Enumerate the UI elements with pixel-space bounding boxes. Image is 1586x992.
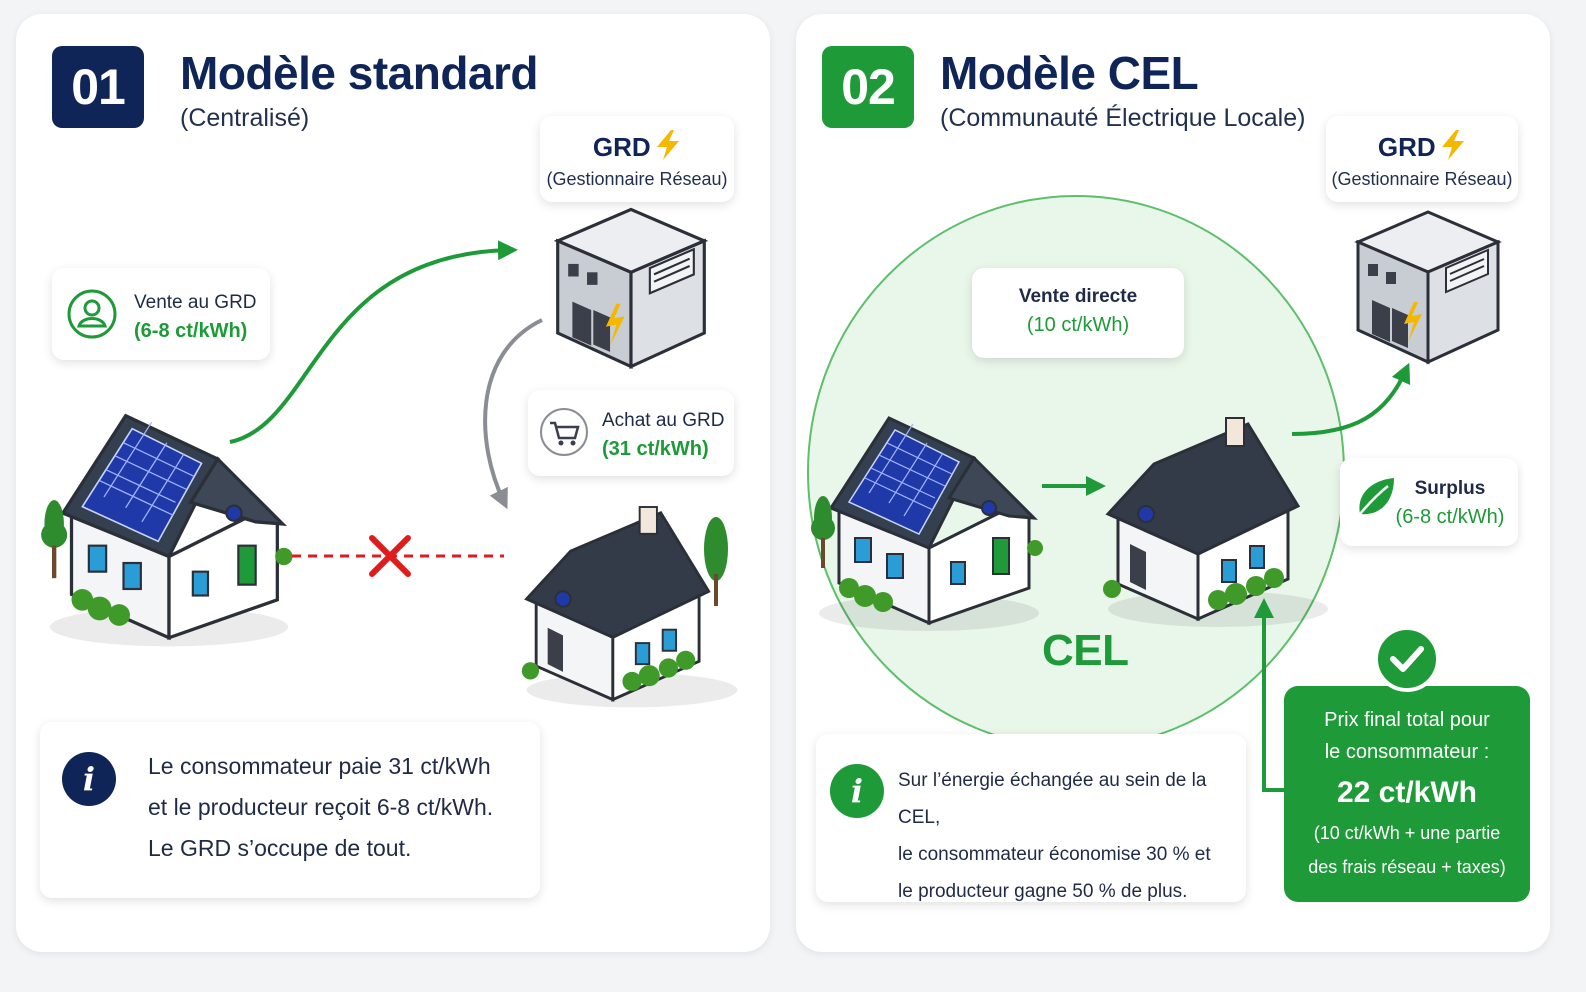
surplus-arrow bbox=[1291, 362, 1411, 436]
step-badge: 01 bbox=[52, 46, 144, 128]
lightning-icon bbox=[657, 130, 680, 160]
cel-model-panel: 02 Modèle CEL (Communauté Électrique Loc… bbox=[796, 14, 1550, 952]
info-line: Sur l’énergie échangée au sein de la CEL… bbox=[898, 770, 1207, 828]
sale-arrow bbox=[229, 240, 518, 444]
user-circle-icon bbox=[67, 289, 117, 339]
grd-building bbox=[556, 207, 706, 369]
info-card: i Le consommateur paie 31 ct/kWh et le p… bbox=[40, 722, 540, 898]
info-icon: i bbox=[62, 752, 116, 806]
grd-card: GRD (Gestionnaire Réseau) bbox=[540, 116, 734, 202]
direct-sale-price: (10 ct/kWh) bbox=[1026, 314, 1130, 336]
panel-subtitle: (Centralisé) bbox=[180, 104, 310, 132]
price-note: des frais réseau + taxes) bbox=[1308, 857, 1506, 877]
check-icon bbox=[1374, 626, 1440, 692]
info-line: et le producteur reçoit 6-8 ct/kWh. bbox=[148, 794, 494, 820]
grd-subtitle: (Gestionnaire Réseau) bbox=[546, 169, 728, 189]
surplus-label: Surplus bbox=[1414, 478, 1486, 499]
final-price-value: 22 ct/kWh bbox=[1336, 776, 1478, 809]
info-line: le consommateur économise 30 % et bbox=[898, 844, 1211, 865]
info-icon: i bbox=[830, 764, 884, 818]
lightning-icon bbox=[1442, 130, 1465, 160]
panel-title: Modèle CEL bbox=[940, 47, 1199, 99]
price-note: (10 ct/kWh + une partie bbox=[1313, 823, 1501, 843]
direct-sale-label: Vente directe bbox=[1018, 286, 1138, 307]
sale-card: Vente au GRD (6-8 ct/kWh) bbox=[52, 268, 270, 360]
buy-arrow bbox=[483, 318, 543, 510]
grd-building bbox=[1356, 210, 1500, 364]
info-line: Le consommateur paie 31 ct/kWh bbox=[148, 753, 491, 779]
price-line: Prix final total pour bbox=[1324, 709, 1490, 731]
info-line: le producteur gagne 50 % de plus. bbox=[898, 881, 1188, 902]
producer-house bbox=[39, 413, 295, 649]
sale-label: Vente au GRD bbox=[134, 292, 257, 313]
tree bbox=[704, 517, 728, 606]
cel-circle-label: CEL bbox=[1042, 626, 1129, 675]
info-line: Le GRD s’occupe de tout. bbox=[148, 835, 412, 861]
price-line: le consommateur : bbox=[1324, 741, 1490, 763]
sale-price: (6-8 ct/kWh) bbox=[134, 320, 248, 342]
grd-title: GRD bbox=[1377, 132, 1436, 162]
direct-sale-card: Vente directe (10 ct/kWh) bbox=[972, 268, 1184, 358]
info-card: i Sur l’énergie échangée au sein de la C… bbox=[816, 734, 1246, 902]
panel-title: Modèle standard bbox=[180, 47, 539, 99]
grd-title: GRD bbox=[592, 132, 651, 162]
grd-subtitle: (Gestionnaire Réseau) bbox=[1331, 169, 1513, 189]
price-connector-arrow bbox=[1254, 598, 1284, 792]
grd-card: GRD (Gestionnaire Réseau) bbox=[1326, 116, 1518, 202]
standard-model-panel: 01 Modèle standard (Centralisé) GRD (Ges… bbox=[16, 14, 770, 952]
buy-price: (31 ct/kWh) bbox=[602, 438, 709, 460]
buy-card: Achat au GRD (31 ct/kWh) bbox=[528, 390, 734, 476]
panel-subtitle: (Communauté Électrique Locale) bbox=[940, 104, 1306, 132]
red-cross-icon bbox=[369, 535, 411, 577]
buy-label: Achat au GRD bbox=[602, 410, 725, 431]
surplus-card: Surplus (6-8 ct/kWh) bbox=[1340, 458, 1518, 546]
cart-icon bbox=[540, 408, 588, 456]
standard-diagram bbox=[39, 207, 740, 709]
leaf-icon bbox=[1359, 478, 1394, 515]
surplus-price: (6-8 ct/kWh) bbox=[1395, 506, 1505, 528]
final-price-box: Prix final total pour le consommateur : … bbox=[1284, 686, 1530, 902]
step-badge: 02 bbox=[822, 46, 914, 128]
